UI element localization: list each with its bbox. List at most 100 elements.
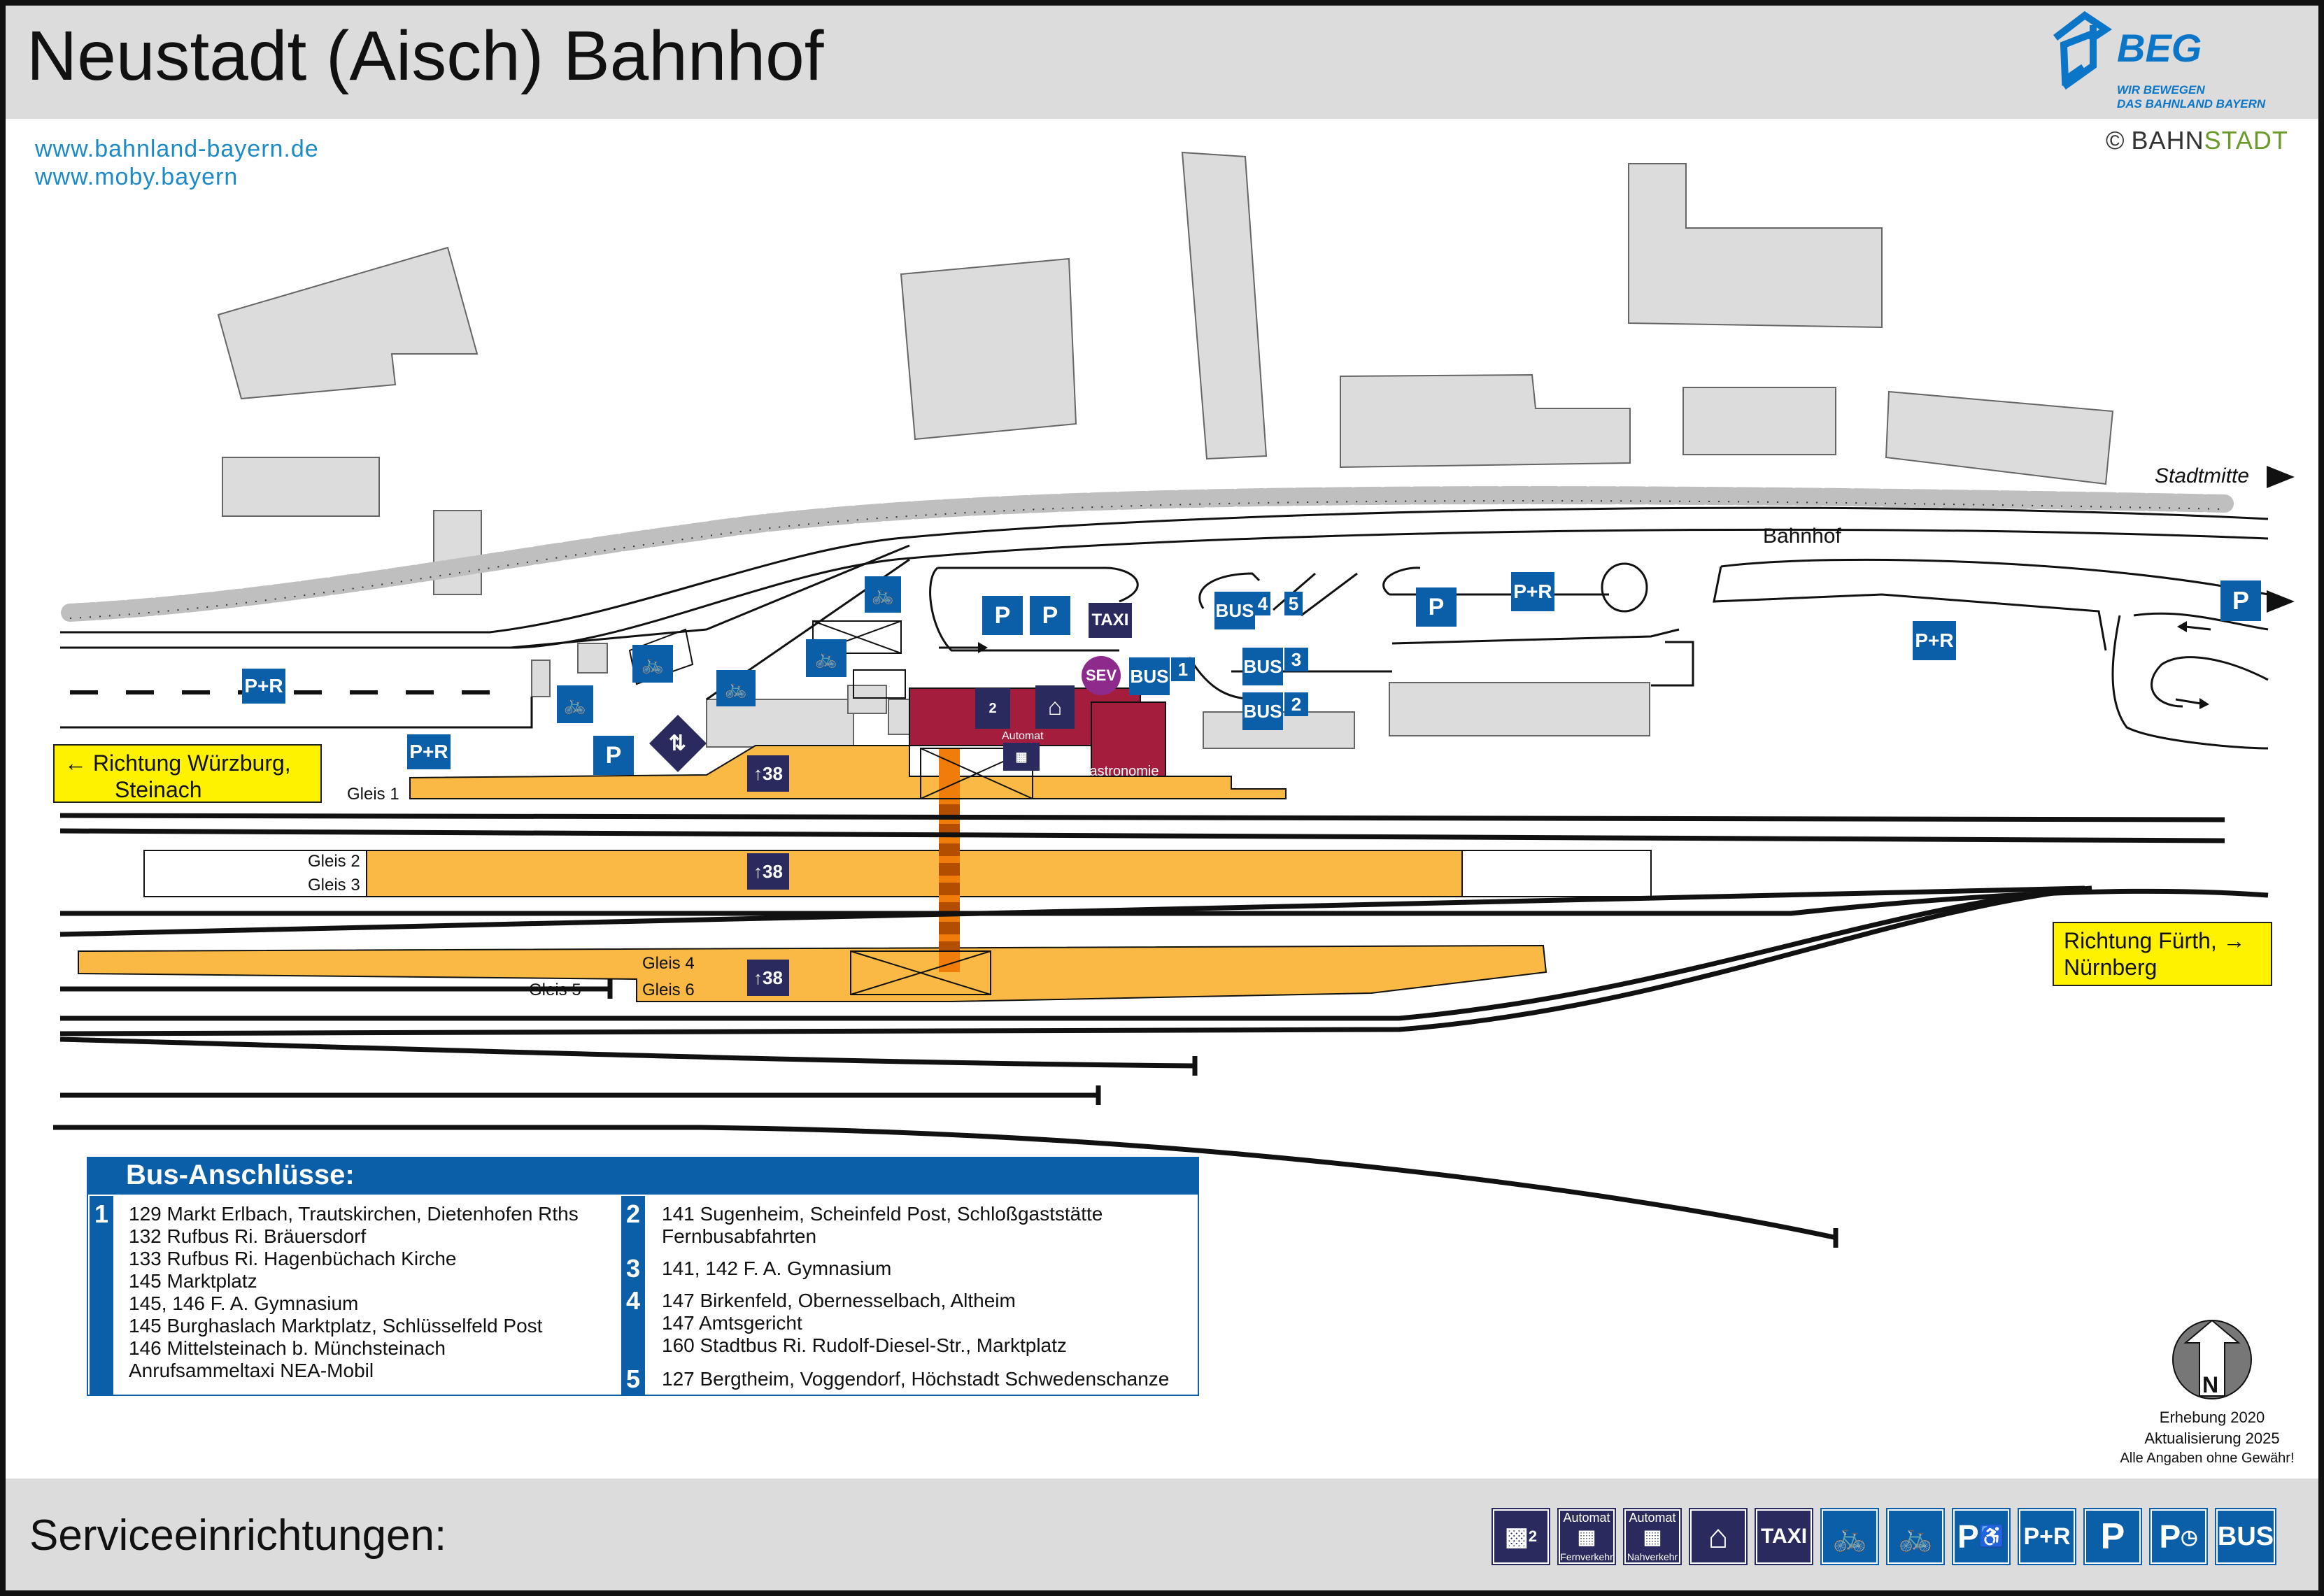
bus-icon[interactable]: BUS [2215, 1508, 2276, 1565]
bus-stop-1-label: 1 [90, 1200, 113, 1228]
taxi-icon[interactable]: TAXI [1089, 603, 1132, 638]
update-date: Aktualisierung 2025 [2144, 1430, 2280, 1447]
bike-parking-covered-icon[interactable]: 🚲 [632, 645, 673, 683]
road-edge [1720, 558, 2269, 596]
bus-connections-heading: Bus-Anschlüsse: [87, 1157, 1199, 1193]
platform-gleis-4-6 [78, 944, 1547, 1002]
automat-label: Automat [1629, 1511, 1676, 1525]
ticket-machine-icon[interactable]: 2 [975, 688, 1010, 729]
bus-line: 160 Stadtbus Ri. Rudolf-Diesel-Str., Mar… [662, 1334, 1067, 1356]
taxi-icon[interactable]: TAXI [1755, 1508, 1813, 1565]
bus-icon[interactable]: BUS [1214, 592, 1255, 629]
sev-icon[interactable]: SEV [1082, 656, 1121, 695]
park-and-ride-icon[interactable]: P+R [1913, 621, 1956, 660]
north-arrow-icon [2183, 1319, 2241, 1397]
buffer-stops [607, 979, 1838, 1248]
bus-line: Fernbusabfahrten [662, 1225, 817, 1247]
building [888, 699, 910, 735]
bus-line: 147 Amtsgericht [662, 1312, 802, 1334]
building [706, 699, 854, 748]
disclaimer: Alle Angaben ohne Gewähr! [2120, 1451, 2295, 1466]
ticket-automat-fernverkehr-icon[interactable]: Automat▦Fernverkehr [1557, 1508, 1616, 1565]
station-building-annex [1091, 701, 1166, 777]
building [847, 685, 887, 714]
gleis-2-label: Gleis 2 [308, 852, 360, 871]
road-edge [2151, 656, 2269, 708]
automat-label: Automat [1002, 730, 1044, 742]
building [1628, 163, 1883, 329]
bike-parking-icon[interactable]: 🚲 [1886, 1508, 1945, 1565]
beg-logo: BEG WIR BEWEGEN DAS BAHNLAND BAYERN [2053, 10, 2266, 111]
disabled-parking-icon[interactable]: P [982, 596, 1023, 635]
road-edge [937, 567, 1139, 603]
bus-icon[interactable]: BUS [1129, 657, 1170, 695]
park-and-ride-icon[interactable]: P+R [2018, 1508, 2076, 1565]
shelter [812, 620, 902, 654]
ticket-automat-fernverkehr-icon[interactable]: ▦ [1003, 743, 1040, 771]
gleis-6-label: Gleis 6 [642, 981, 695, 999]
stadtmitte-label: Stadtmitte [2155, 464, 2250, 487]
bike-parking-icon[interactable]: 🚲 [716, 670, 756, 706]
link-moby-bayern[interactable]: www.moby.bayern [35, 164, 239, 190]
bus-stop-5-label: 5 [621, 1365, 645, 1393]
direction-west-line2: Steinach [115, 777, 202, 802]
street-label-bahnhof: Bahnhof [1763, 525, 1841, 548]
disabled-parking-icon[interactable]: P♿ [1952, 1508, 2011, 1565]
nahverkehr-label: Nahverkehr [1627, 1551, 1678, 1562]
ticket-machine-icon[interactable]: ▩2 [1492, 1508, 1550, 1565]
waiting-room-icon[interactable]: ⌂ [1035, 685, 1075, 729]
track [59, 813, 2225, 822]
parking-icon[interactable]: P [2083, 1508, 2142, 1565]
road-edge [1382, 567, 1421, 596]
track [59, 885, 2085, 937]
short-term-parking-icon[interactable]: P◷ [2149, 1508, 2208, 1565]
ticket-machine-number: 2 [1528, 1527, 1538, 1545]
disabled-parking-letter: P [1957, 1518, 1979, 1555]
building [217, 246, 479, 400]
road-edge [1391, 628, 1680, 645]
link-bahnland-bayern[interactable]: www.bahnland-bayern.de [35, 136, 319, 162]
stair-box [850, 950, 991, 995]
track [59, 828, 2225, 843]
building [1885, 390, 2114, 485]
copyright-symbol: © [2106, 126, 2125, 155]
park-and-ride-icon[interactable]: P+R [1511, 572, 1554, 611]
road-edge [2111, 615, 2269, 750]
road-edge [2133, 612, 2269, 631]
bus-line: 141, 142 F. A. Gymnasium [662, 1257, 892, 1279]
parking-icon[interactable]: P [2220, 580, 2261, 621]
platforms [78, 745, 1652, 1002]
direction-west-box: ← Richtung Würzburg, Steinach [53, 744, 322, 803]
platform-height-gleis-2-3: ↑38 [747, 853, 789, 890]
bike-parking-icon[interactable]: 🚲 [557, 685, 593, 723]
building [1389, 682, 1650, 736]
park-and-ride-icon[interactable]: P+R [242, 669, 285, 704]
header-bar [6, 6, 2318, 119]
bus-line: 141 Sugenheim, Scheinfeld Post, Schloßga… [662, 1203, 1103, 1225]
short-term-parking-icon[interactable]: P [1416, 587, 1457, 627]
bus-stop-1-number: 1 [1171, 657, 1195, 681]
bus-icon[interactable]: BUS [1242, 692, 1283, 730]
waiting-room-icon[interactable]: ⌂ [1689, 1508, 1748, 1565]
platform-height-gleis-4-6: ↑38 [747, 960, 789, 996]
bus-line: 145, 146 F. A. Gymnasium [129, 1292, 359, 1314]
building [577, 643, 608, 674]
ticket-automat-nahverkehr-icon[interactable]: Automat▦Nahverkehr [1623, 1508, 1682, 1565]
gastronomie-label: Gastronomie [1079, 764, 1159, 779]
bus-line: 133 Rufbus Ri. Hagenbüchach Kirche [129, 1248, 457, 1269]
page-title: Neustadt (Aisch) Bahnhof [27, 17, 824, 95]
bike-parking-covered-icon[interactable]: 🚲 [1820, 1508, 1879, 1565]
beg-tagline-2: DAS BAHNLAND BAYERN [2117, 97, 2266, 111]
short-term-parking-icon[interactable]: P [1030, 596, 1070, 635]
bus-icon[interactable]: BUS [1242, 648, 1283, 685]
direction-east-line2: Nürnberg [2064, 955, 2158, 980]
road-edge [60, 506, 2269, 634]
park-and-ride-icon[interactable]: P+R [407, 734, 451, 769]
fernverkehr-label: Fernverkehr [1560, 1551, 1613, 1562]
building [433, 510, 482, 595]
bike-parking-icon[interactable]: 🚲 [865, 576, 901, 613]
tree-line [61, 486, 2234, 622]
bike-parking-covered-icon[interactable]: 🚲 [806, 639, 846, 677]
disabled-parking-icon[interactable]: P [593, 736, 634, 775]
arrow-east-road [2267, 590, 2295, 613]
